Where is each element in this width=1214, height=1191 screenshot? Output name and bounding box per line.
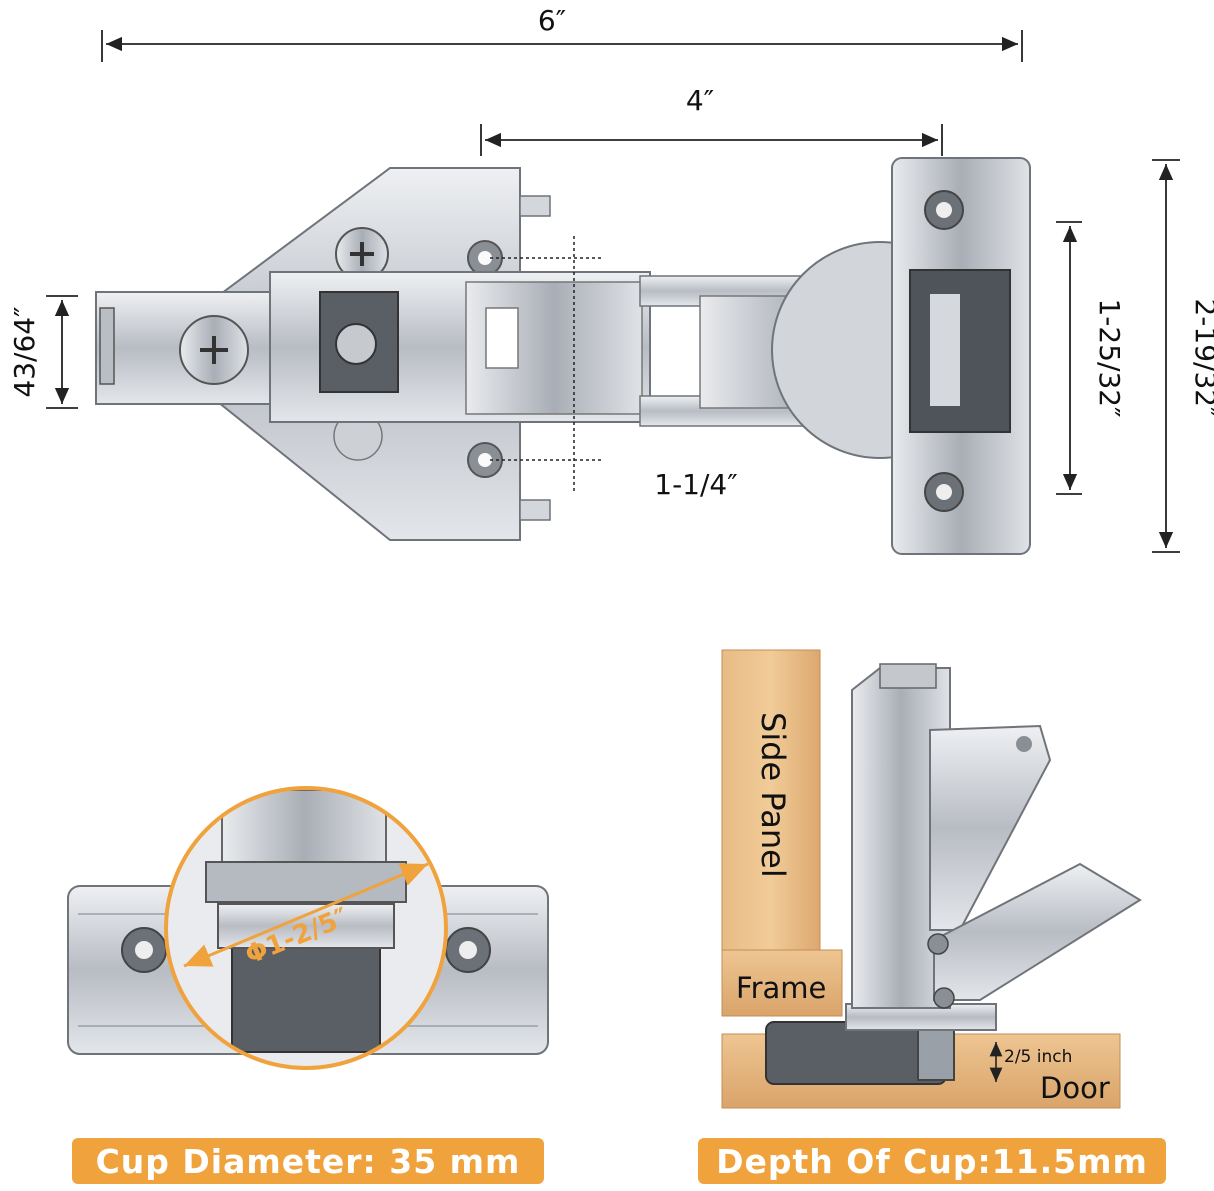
dimension-lines (46, 30, 1180, 553)
cup-diameter-caption: Cup Diameter: 35 mm (72, 1138, 544, 1184)
side-panel-label: Side Panel (754, 712, 792, 878)
cup-depth-caption: Depth Of Cup:11.5mm (698, 1138, 1166, 1184)
installation-view (721, 649, 1142, 1109)
depth-label: 2/5 inch (1004, 1047, 1072, 1067)
arm-length-label: 4″ (686, 84, 714, 117)
overall-length-label: 6″ (538, 4, 566, 37)
hole-spacing-label: 1-1/4″ (654, 468, 737, 501)
mount-plate-outer-label: 2-19/32″ (1189, 298, 1214, 417)
frame-label: Frame (736, 971, 826, 1005)
mount-plate-inner-label: 1-25/32″ (1093, 298, 1126, 417)
door-label: Door (1040, 1071, 1110, 1105)
plate-height-label: 43/64″ (8, 306, 41, 397)
hinge-top-view (95, 157, 1031, 555)
cup-detail (67, 786, 549, 1070)
